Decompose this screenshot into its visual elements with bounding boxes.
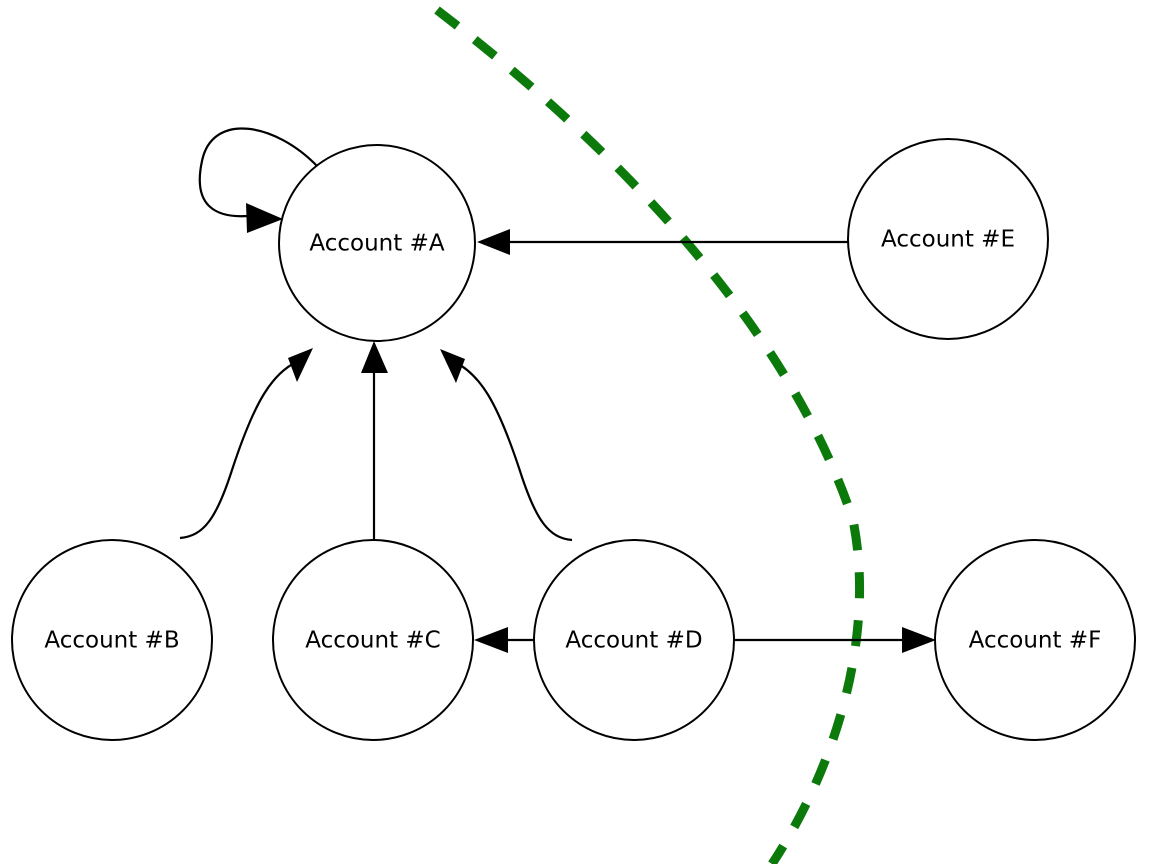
edge-b-to-a-path xyxy=(179,360,299,540)
node-account-a-circle[interactable] xyxy=(278,144,476,342)
edge-a-to-a-path xyxy=(198,127,319,218)
node-account-f[interactable]: Account #F xyxy=(934,539,1136,741)
trust-boundary-dashed-curve xyxy=(434,6,865,864)
edge-d-to-a-arrowhead xyxy=(440,349,465,383)
edge-b-to-a xyxy=(179,348,313,540)
node-account-b-circle[interactable] xyxy=(11,539,213,741)
node-account-b[interactable]: Account #B xyxy=(11,539,213,741)
edge-d-to-f xyxy=(733,627,936,653)
edge-d-to-c-arrowhead xyxy=(474,627,508,653)
node-account-d-circle[interactable] xyxy=(533,539,735,741)
edge-c-to-a-arrowhead xyxy=(361,341,388,373)
edge-d-to-a xyxy=(440,349,573,542)
node-account-d[interactable]: Account #D xyxy=(533,539,735,741)
edge-a-to-a-arrowhead xyxy=(246,203,283,233)
edge-e-to-a-arrowhead xyxy=(477,229,510,255)
edge-e-to-a xyxy=(477,229,848,255)
node-account-a[interactable]: Account #A xyxy=(278,144,476,342)
edge-b-to-a-arrowhead xyxy=(288,348,313,382)
node-account-e-circle[interactable] xyxy=(847,138,1049,340)
edge-a-to-a xyxy=(198,127,319,233)
edge-d-to-f-arrowhead xyxy=(902,627,936,653)
node-account-e[interactable]: Account #E xyxy=(847,138,1049,340)
node-account-f-circle[interactable] xyxy=(934,539,1136,741)
node-account-c[interactable]: Account #C xyxy=(272,539,474,741)
edge-d-to-a-path xyxy=(454,361,573,542)
edge-d-to-c xyxy=(474,627,535,653)
edge-c-to-a xyxy=(361,341,388,541)
node-account-c-circle[interactable] xyxy=(272,539,474,741)
